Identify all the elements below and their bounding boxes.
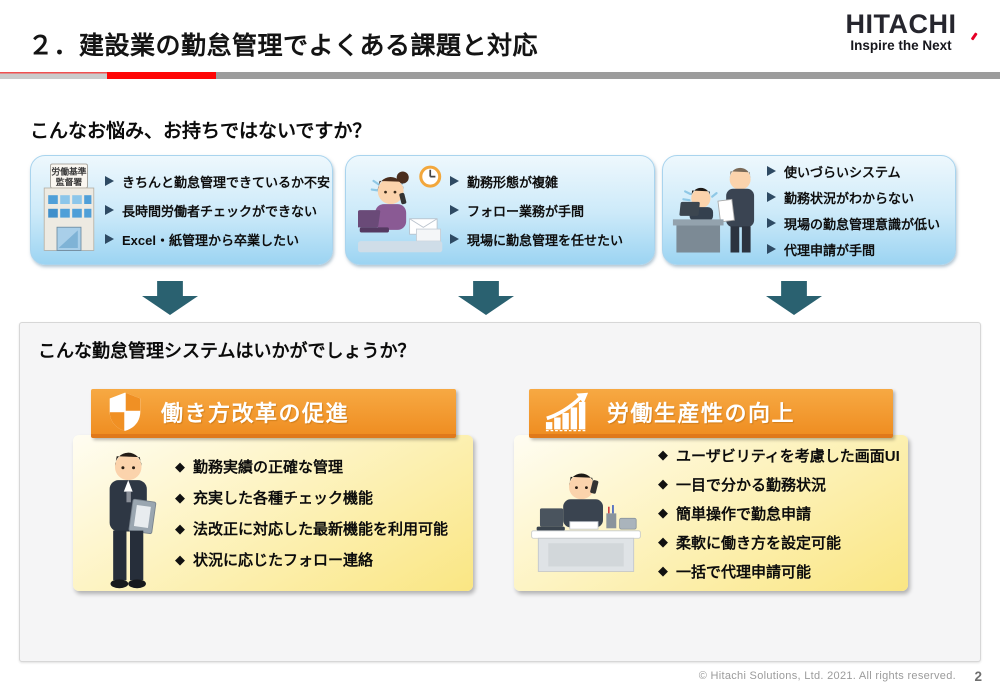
solution-item: ◆法改正に対応した最新機能を利用可能 [175, 520, 449, 539]
logo-tagline-text: Inspire the Next [850, 38, 952, 54]
diamond-bullet-icon: ◆ [658, 447, 668, 462]
problem-item: 勤務状況がわからない [767, 188, 940, 207]
hitachi-wordmark: HITACHI [845, 9, 957, 39]
diamond-bullet-icon: ◆ [658, 534, 668, 549]
rule-segment-lightgray [0, 72, 107, 79]
solution-heading: こんな勤怠管理システムはいかがでしょうか？ [38, 341, 416, 361]
diamond-bullet-icon: ◆ [175, 458, 185, 474]
stressed-woman-icon [355, 165, 443, 252]
arrow-bullet-icon [450, 176, 459, 186]
troubled-men-illustration [671, 160, 763, 261]
problem-item: 現場の勤怠管理意識が低い [767, 214, 940, 233]
problem-item: 現場に勤怠管理を任せたい [450, 230, 623, 249]
arrow-bullet-icon [450, 205, 459, 215]
office-sign-line2: 監督署 [56, 175, 83, 186]
solution-item: ◆勤務実績の正確な管理 [175, 458, 344, 477]
businessman-desk-icon [531, 473, 641, 572]
footer-copyright: © Hitachi Solutions, Ltd. 2021. All righ… [698, 670, 956, 682]
office-sign-line1: 労働基準 [51, 165, 86, 176]
down-arrow-icon [766, 281, 822, 315]
problem-item: 勤務形態が複雑 [450, 172, 623, 191]
diamond-bullet-icon: ◆ [175, 489, 185, 505]
problem-item: 長時間労働者チェックができない [105, 201, 330, 220]
office-building-icon: 労働基準 監督署 [43, 163, 95, 251]
rule-segment-red [107, 72, 216, 79]
arrow-bullet-icon [105, 176, 114, 186]
arrow-bullet-icon [767, 218, 776, 228]
down-arrow-icon [458, 281, 514, 315]
arrow-bullet-icon [767, 192, 776, 202]
solution-item: ◆一括で代理申請可能 [658, 563, 812, 581]
note-work-style-reform: ◆勤務実績の正確な管理 ◆充実した各種チェック機能 ◆法改正に対応した最新機能を… [73, 435, 473, 591]
solution-item: ◆一目で分かる勤務状況 [658, 476, 827, 494]
arrow-bullet-icon [767, 244, 776, 254]
page-title: ２．建設業の勤怠管理でよくある課題と対応 [28, 32, 539, 60]
diamond-bullet-icon: ◆ [175, 520, 185, 536]
problem-item: きちんと勤怠管理できているか不安 [105, 172, 330, 191]
solution-item: ◆状況に応じたフォロー連絡 [175, 551, 374, 570]
arrow-bullet-icon [105, 205, 114, 215]
solution-item: ◆充実した各種チェック機能 [175, 489, 374, 508]
problem-item: フォロー業務が手間 [450, 201, 623, 220]
problem-box-complex-work: 勤務形態が複雑 フォロー業務が手間 現場に勤怠管理を任せたい [345, 155, 655, 265]
solution-item: ◆ユーザビリティを考慮した画面UI [658, 447, 900, 465]
shield-icon [107, 391, 143, 432]
solution-panel: こんな勤怠管理システムはいかがでしょうか？ 働き方改革の促進 [19, 322, 981, 662]
troubled-men-icon [672, 167, 755, 253]
problem-item: 代理申請が手間 [767, 240, 940, 259]
note-productivity: ◆ユーザビリティを考慮した画面UI ◆一目で分かる勤務状況 ◆簡単操作で勤怠申請… [514, 435, 908, 591]
growth-chart-icon [545, 392, 589, 432]
diamond-bullet-icon: ◆ [658, 476, 668, 491]
diamond-bullet-icon: ◆ [175, 551, 185, 567]
rule-segment-gray [216, 72, 1000, 79]
diamond-bullet-icon: ◆ [658, 505, 668, 520]
problem-item: 使いづらいシステム [767, 162, 940, 181]
problem-box-system: 使いづらいシステム 勤務状況がわからない 現場の勤怠管理意識が低い 代理申請が手… [662, 155, 956, 265]
banner-label: 労働生産性の向上 [607, 400, 796, 426]
solution-item: ◆柔軟に働き方を設定可能 [658, 534, 842, 552]
banner-work-style-reform: 働き方改革の促進 [91, 389, 456, 438]
logo-tagline: Inspire the Next [816, 32, 986, 54]
page-number: 2 [974, 669, 982, 684]
hitachi-logo: HITACHI Inspire the Next [816, 10, 986, 53]
diamond-bullet-icon: ◆ [658, 563, 668, 578]
stressed-woman-illustration [355, 162, 444, 259]
businessman-clipboard-icon [109, 452, 157, 589]
banner-productivity: 労働生産性の向上 [529, 389, 893, 438]
title-rule [0, 72, 1000, 79]
down-arrow-icon [142, 281, 198, 315]
arrow-bullet-icon [105, 234, 114, 244]
problem-box-office: 労働基準 監督署 きちんと勤怠管理できているか不安 長時間労働者チェックができな… [30, 155, 333, 265]
problem-item: Excel・紙管理から卒業したい [105, 230, 330, 249]
arrow-bullet-icon [767, 166, 776, 176]
banner-label: 働き方改革の促進 [161, 400, 350, 426]
labor-standards-office-illustration: 労働基準 監督署 [41, 162, 97, 259]
businessman-desk-illustration [530, 435, 642, 583]
arrow-bullet-icon [450, 234, 459, 244]
solution-item: ◆簡単操作で勤怠申請 [658, 505, 812, 523]
problems-heading: こんなお悩み、お持ちではないですか？ [30, 121, 372, 142]
businessman-clipboard-illustration [99, 435, 161, 591]
